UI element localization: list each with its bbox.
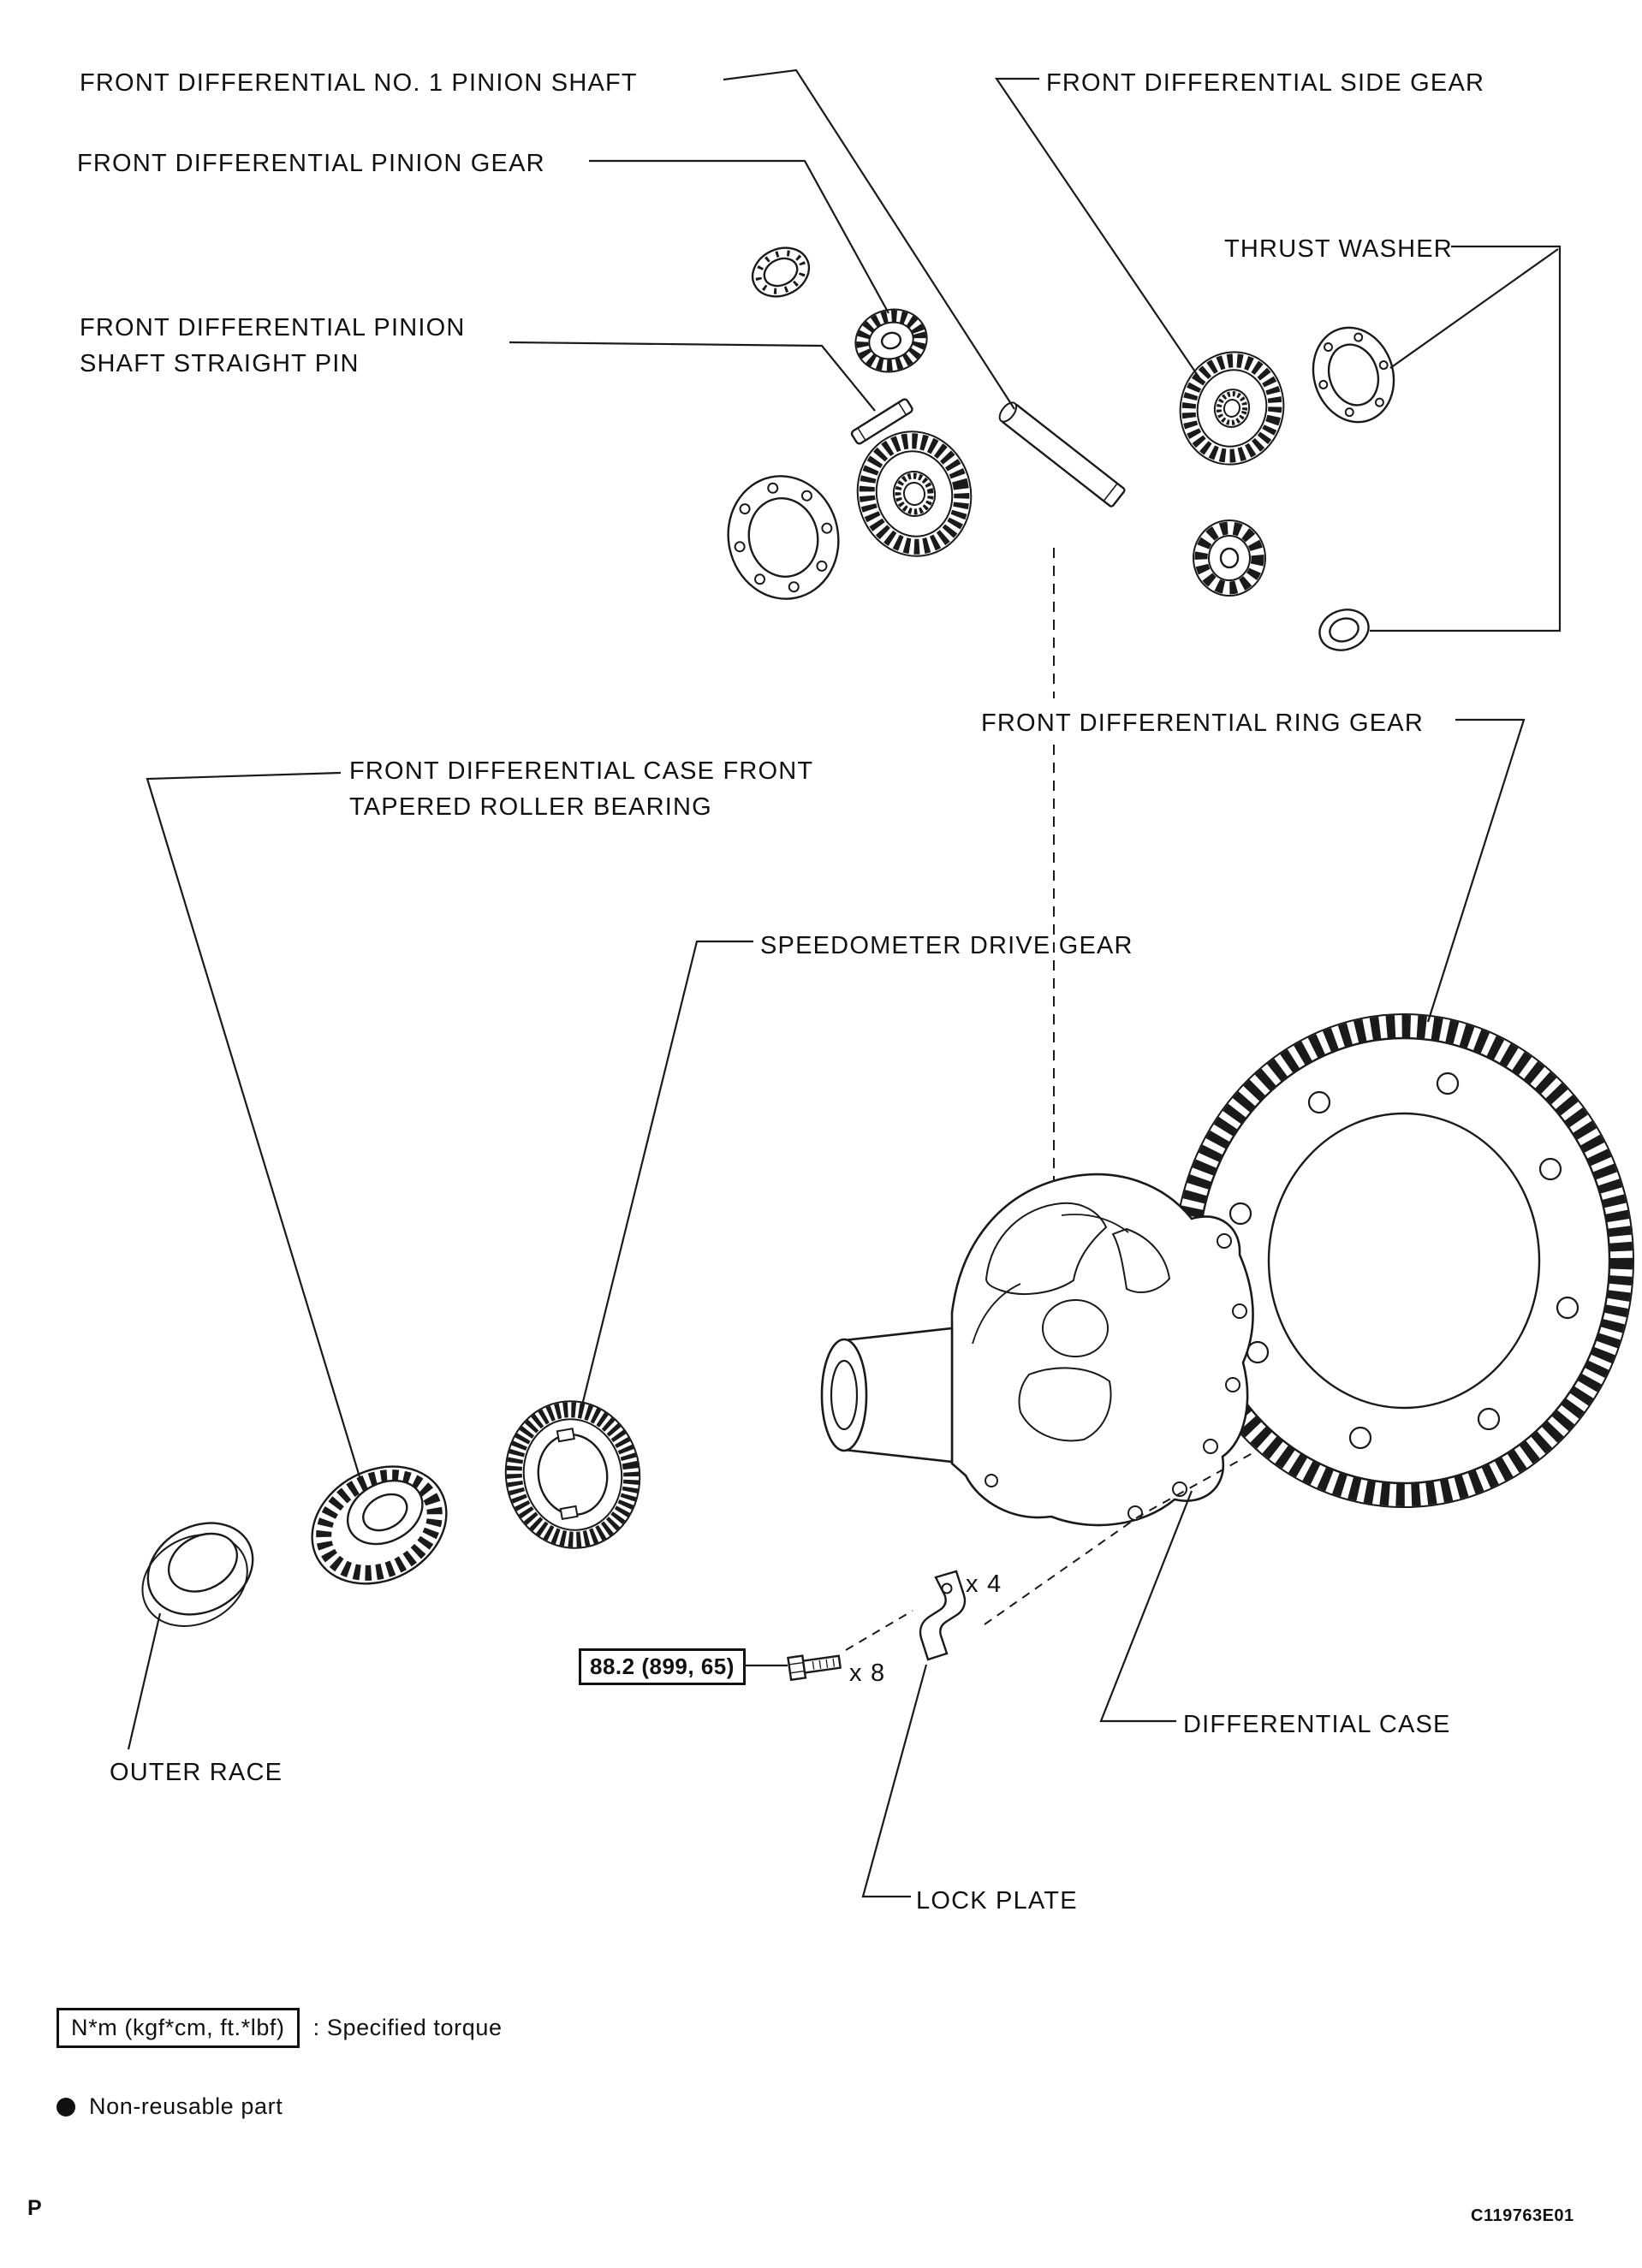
leader-lines (127, 68, 1562, 1898)
torque-spec-box: 88.2 (899, 65) (579, 1648, 746, 1685)
quantity-lock-plate: x 4 (966, 1570, 1002, 1598)
legend-torque: N*m (kgf*cm, ft.*lbf) : Specified torque (57, 2008, 503, 2048)
quantity-bolt: x 8 (849, 1659, 886, 1687)
label-tapered-roller-bearing-line2: TAPERED ROLLER BEARING (349, 793, 712, 822)
legend-non-reusable-text: Non-reusable part (89, 2093, 283, 2119)
label-no1-pinion-shaft: FRONT DIFFERENTIAL NO. 1 PINION SHAFT (80, 69, 638, 97)
pinion-gear-lower-drawing (1193, 520, 1266, 597)
pinion-thrust-washer-drawing (751, 246, 811, 298)
straight-pin-drawing (850, 398, 913, 445)
label-lock-plate: LOCK PLATE (916, 1887, 1078, 1915)
label-side-gear: FRONT DIFFERENTIAL SIDE GEAR (1046, 69, 1485, 97)
legend-torque-description: : Specified torque (312, 2015, 503, 2040)
label-differential-case: DIFFERENTIAL CASE (1183, 1711, 1451, 1738)
bolt-drawing (787, 1654, 842, 1682)
non-reusable-icon (57, 2097, 75, 2117)
figure-code: C119763E01 (1471, 2206, 1574, 2225)
no1-pinion-shaft-drawing (998, 401, 1126, 508)
side-gear-right-drawing (1179, 351, 1285, 466)
outer-race-drawing (141, 1522, 254, 1627)
label-speedometer-drive-gear: SPEEDOMETER DRIVE GEAR (760, 932, 1133, 959)
label-ring-gear: FRONT DIFFERENTIAL RING GEAR (981, 709, 1424, 737)
speedometer-drive-gear-drawing (504, 1400, 641, 1549)
tapered-roller-bearing-drawing (311, 1465, 448, 1585)
label-outer-race: OUTER RACE (110, 1759, 283, 1786)
lock-plate-drawing (919, 1570, 967, 1661)
side-gear-left-drawing (856, 430, 973, 557)
label-straight-pin-line2: SHAFT STRAIGHT PIN (80, 350, 360, 378)
differential-case-drawing (820, 1173, 1254, 1527)
pinion-gear-drawing (854, 308, 928, 373)
legend-torque-unit-box: N*m (kgf*cm, ft.*lbf) (57, 2008, 300, 2048)
label-tapered-roller-bearing: FRONT DIFFERENTIAL CASE FRONT TAPERED RO… (349, 753, 813, 825)
page-marker: P (27, 2196, 42, 2220)
label-straight-pin: FRONT DIFFERENTIAL PINION SHAFT STRAIGHT… (80, 310, 466, 382)
thrust-washer-top-drawing (1312, 326, 1395, 424)
label-tapered-roller-bearing-line1: FRONT DIFFERENTIAL CASE FRONT (349, 757, 814, 785)
label-straight-pin-line1: FRONT DIFFERENTIAL PINION (80, 314, 466, 341)
bolt-path-dashed-lines (845, 1449, 1259, 1651)
thrust-washer-bottom-drawing (1318, 609, 1370, 651)
label-thrust-washer: THRUST WASHER (1224, 235, 1453, 263)
side-gear-thrust-washer-left-drawing (727, 475, 840, 600)
label-pinion-gear: FRONT DIFFERENTIAL PINION GEAR (77, 150, 545, 177)
legend-non-reusable: Non-reusable part (57, 2093, 283, 2120)
ring-gear-drawing (1174, 1013, 1634, 1508)
